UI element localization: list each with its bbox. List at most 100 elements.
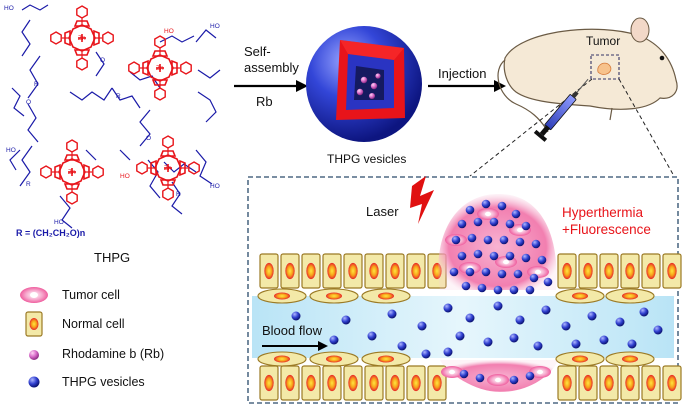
normal-cell [641, 253, 661, 289]
blood-flow-arrow [262, 341, 328, 351]
r-group-definition: R = (CH₂CH₂O)n [16, 228, 85, 238]
normal-cell [280, 365, 300, 401]
normal-cell-icon [25, 311, 43, 337]
vesicle-particle [639, 307, 649, 317]
vesicle-particle [627, 339, 637, 349]
tumor-mass [438, 193, 558, 392]
vesicle-particle [329, 335, 339, 345]
syringe-icon [533, 78, 589, 142]
vesicle-particle [481, 199, 491, 209]
vesicle-particle [341, 315, 351, 325]
normal-cell [343, 365, 363, 401]
vesicle-particle [511, 209, 521, 219]
normal-cell [385, 253, 405, 289]
zinc-label: Zn [78, 35, 86, 42]
injection-arrow [428, 80, 506, 92]
rhodamine-sphere-icon [29, 350, 39, 360]
endothelial-cell-row-top [257, 288, 655, 304]
normal-cell [406, 365, 426, 401]
normal-cell [343, 253, 363, 289]
hydroxyl-label: HO [54, 219, 64, 226]
vesicle-particle [493, 285, 503, 295]
normal-cell [427, 365, 447, 401]
vesicle-particle [493, 301, 503, 311]
vesicle-particle [525, 371, 535, 381]
vesicle-particle [467, 233, 477, 243]
normal-cell-row-top [259, 253, 682, 289]
vesicle-particle [475, 373, 485, 383]
vesicle-particle [531, 239, 541, 249]
self-assembly-arrow [234, 80, 308, 92]
normal-cell [259, 253, 279, 289]
hydroxyl-label: HO [120, 173, 130, 180]
blood-flow-label: Blood flow [262, 323, 322, 338]
zinc-label: Zn [156, 65, 164, 72]
laser-label: Laser [366, 204, 399, 219]
vesicle-particle [387, 309, 397, 319]
vesicle-particle [457, 251, 467, 261]
tumor-cell-icon [20, 287, 48, 303]
legend-label-tumor-cell: Tumor cell [62, 288, 120, 302]
vesicle-particle [473, 249, 483, 259]
oxygen-label: O [146, 135, 151, 142]
hydroxyl-label: HO [6, 147, 16, 154]
vesicle-particle [291, 311, 301, 321]
normal-cell [662, 253, 682, 289]
endothelial-cell-row-bottom [257, 351, 655, 367]
self-assembly-label: Self- assembly [244, 44, 299, 75]
vesicle-particle [465, 205, 475, 215]
endothelial-cell [361, 351, 411, 367]
endothelial-cell [309, 351, 359, 367]
normal-cell [599, 365, 619, 401]
normal-cell [385, 365, 405, 401]
vesicle-particle [457, 219, 467, 229]
vesicle-particle [561, 321, 571, 331]
molecule-name-label: THPG [94, 250, 131, 265]
normal-cell [259, 365, 279, 401]
vesicle-particle [653, 325, 663, 335]
circulating-vesicles [291, 301, 663, 359]
effect-line-1: Hyperthermia [562, 205, 644, 220]
porphyrin-units [40, 5, 200, 205]
r-group-label: R [26, 181, 31, 188]
vesicle-particle [455, 331, 465, 341]
tumor-cell [477, 208, 499, 220]
vesicle-caption: THPG vesicles [327, 152, 407, 166]
normal-cell [620, 253, 640, 289]
atom-labels: Zn Zn Zn Zn HO HO HO HO HO HO HO O O O R… [4, 5, 220, 226]
normal-cell [406, 253, 426, 289]
hydroxyl-label: HO [4, 5, 14, 12]
normal-cell [364, 365, 384, 401]
vesicle-particle [473, 217, 483, 227]
vesicle-particle [417, 321, 427, 331]
normal-cell [578, 253, 598, 289]
hydroxyl-label: HO [210, 183, 220, 190]
normal-cell [620, 365, 640, 401]
vesicle-sphere-icon [28, 376, 40, 388]
normal-cell [557, 253, 577, 289]
vesicle-particle [505, 251, 515, 261]
vesicle-particle [443, 347, 453, 357]
vesicle-particle [481, 267, 491, 277]
vesicle-particle [509, 375, 519, 385]
thpg-molecule-structure: Zn Zn Zn Zn HO HO HO HO HO HO HO O O O R… [4, 4, 221, 238]
normal-cell [322, 253, 342, 289]
vesicle-particle [449, 267, 459, 277]
accumulated-vesicles [449, 199, 553, 385]
normal-cell [364, 253, 384, 289]
vesicle-particle [571, 339, 581, 349]
tumor-cell [441, 366, 463, 378]
endothelial-cell [257, 351, 307, 367]
normal-cell [578, 365, 598, 401]
endothelial-cell [555, 288, 605, 304]
vesicle-particle [443, 303, 453, 313]
r-group-label: R [116, 93, 121, 100]
r-group-label: R [176, 191, 181, 198]
vesicle-particle [513, 269, 523, 279]
oxygen-label: O [26, 99, 31, 106]
r-group-label: R [34, 81, 39, 88]
vesicle-particle [509, 285, 519, 295]
tumor-cell [529, 366, 551, 378]
oxygen-label: O [100, 57, 105, 64]
laser-bolt-icon [410, 176, 434, 224]
